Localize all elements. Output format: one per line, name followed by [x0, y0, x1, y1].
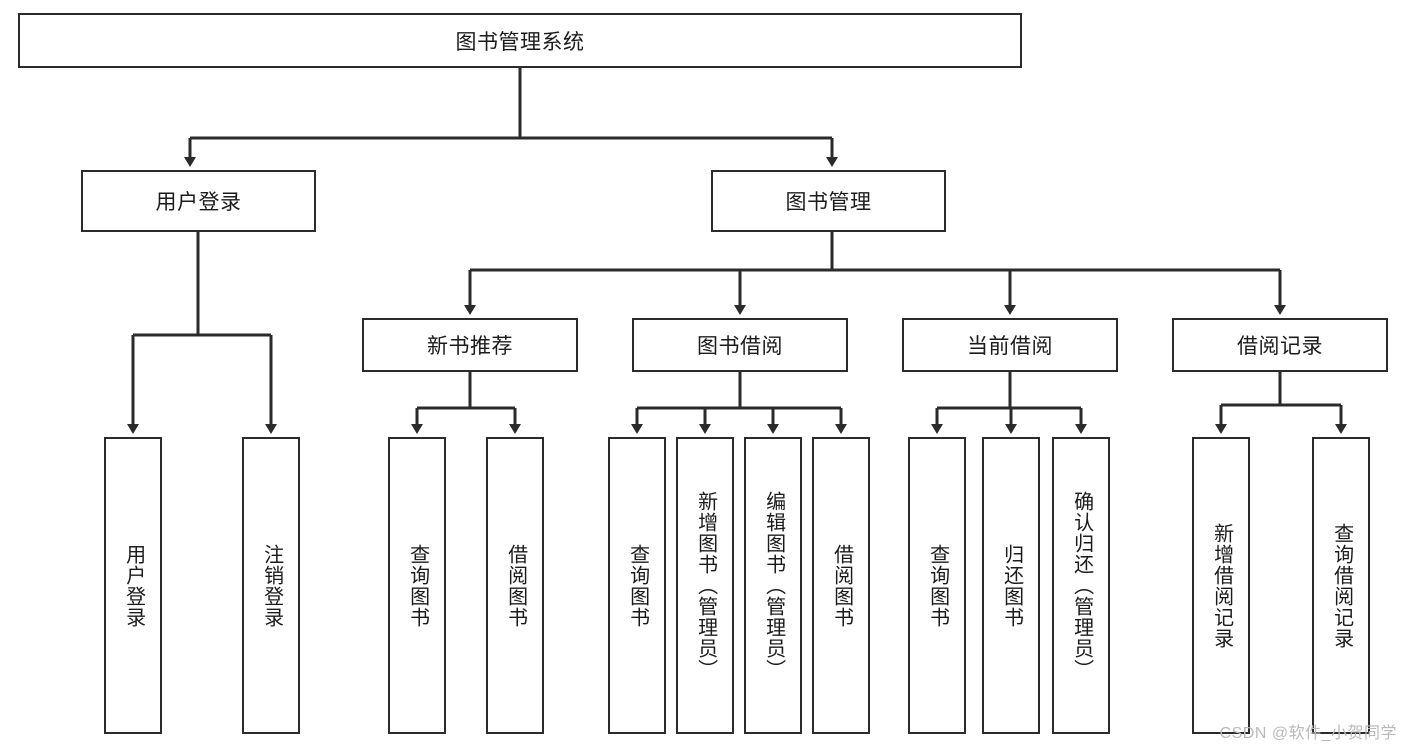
leaf-query-book-recommend-label: 查询图书 [406, 543, 429, 628]
node-new-book-recommend[interactable]: 新书推荐 [362, 318, 578, 372]
leaf-logout-login[interactable]: 注销登录 [242, 437, 300, 734]
leaf-add-book-admin-label: 新增图书（管理员） [694, 491, 717, 680]
node-book-borrow-label: 图书借阅 [697, 335, 783, 358]
node-current-borrow-label: 当前借阅 [967, 335, 1053, 358]
leaf-logout-login-label: 注销登录 [260, 543, 283, 628]
leaf-return-book-label: 归还图书 [1000, 543, 1023, 628]
leaf-query-book-borrow-label: 查询图书 [626, 543, 649, 628]
leaf-query-book-current-label: 查询图书 [926, 543, 949, 628]
leaf-confirm-return-admin-label: 确认归还（管理员） [1070, 491, 1093, 680]
node-user-login-label: 用户登录 [155, 191, 242, 214]
watermark: CSDN @软件_小贺同学 [1219, 725, 1397, 742]
leaf-return-book[interactable]: 归还图书 [982, 437, 1040, 734]
leaf-query-book-recommend[interactable]: 查询图书 [388, 437, 446, 734]
leaf-add-borrow-record[interactable]: 新增借阅记录 [1192, 437, 1250, 734]
leaf-borrow-book-recommend-label: 借阅图书 [504, 543, 527, 628]
node-new-book-recommend-label: 新书推荐 [427, 335, 513, 358]
node-root[interactable]: 图书管理系统 [18, 13, 1022, 68]
leaf-add-borrow-record-label: 新增借阅记录 [1210, 522, 1233, 649]
node-book-borrow[interactable]: 图书借阅 [632, 318, 848, 372]
node-root-label: 图书管理系统 [455, 30, 585, 54]
node-borrow-record-label: 借阅记录 [1237, 335, 1323, 358]
leaf-query-borrow-record-label: 查询借阅记录 [1330, 522, 1353, 649]
node-current-borrow[interactable]: 当前借阅 [902, 318, 1118, 372]
leaf-borrow-book-label: 借阅图书 [830, 543, 853, 628]
leaf-borrow-book[interactable]: 借阅图书 [812, 437, 870, 734]
node-book-management[interactable]: 图书管理 [711, 170, 946, 232]
leaf-confirm-return-admin[interactable]: 确认归还（管理员） [1052, 437, 1110, 734]
leaf-add-book-admin[interactable]: 新增图书（管理员） [676, 437, 734, 734]
leaf-query-book-current[interactable]: 查询图书 [908, 437, 966, 734]
node-borrow-record[interactable]: 借阅记录 [1172, 318, 1388, 372]
leaf-query-borrow-record[interactable]: 查询借阅记录 [1312, 437, 1370, 734]
leaf-edit-book-admin-label: 编辑图书（管理员） [762, 491, 785, 680]
node-user-login[interactable]: 用户登录 [81, 170, 316, 232]
leaf-borrow-book-recommend[interactable]: 借阅图书 [486, 437, 544, 734]
leaf-user-login[interactable]: 用户登录 [104, 437, 162, 734]
node-book-management-label: 图书管理 [785, 191, 872, 214]
leaf-user-login-label: 用户登录 [122, 543, 145, 628]
leaf-query-book-borrow[interactable]: 查询图书 [608, 437, 666, 734]
leaf-edit-book-admin[interactable]: 编辑图书（管理员） [744, 437, 802, 734]
